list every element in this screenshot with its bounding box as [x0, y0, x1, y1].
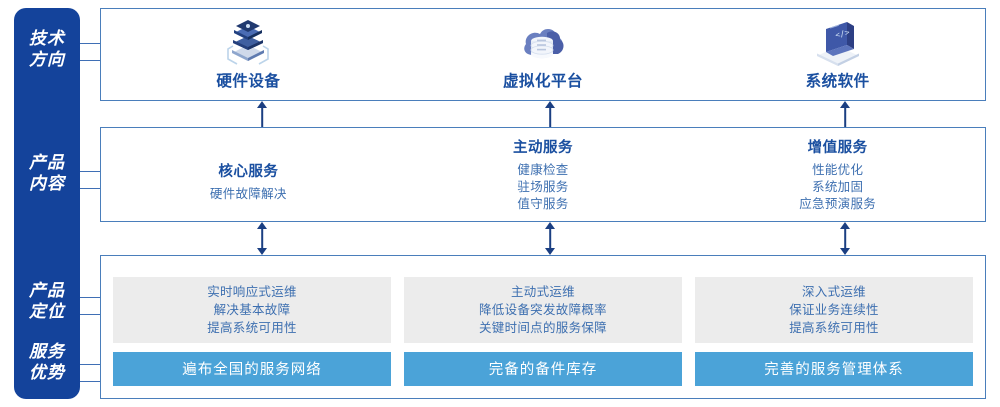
positioning-row: 实时响应式运维 解决基本故障 提高系统可用性 主动式运维 降低设备突发故障概率 … — [101, 276, 985, 343]
arrow-up-virtualization — [543, 101, 557, 127]
content-item: 值守服务 — [517, 197, 569, 211]
rail-label-product-content-line2: 内容 — [29, 174, 65, 193]
positioning-box-indepth[interactable]: 深入式运维 保证业务连续性 提高系统可用性 — [695, 276, 973, 343]
advantage-bar-service-network[interactable]: 遍布全国的服务网络 — [113, 351, 391, 386]
positioning-line: 深入式运维 — [801, 284, 866, 299]
content-cell-core-service[interactable]: 核心服务 硬件故障解决 — [101, 128, 396, 221]
content-title-active-service: 主动服务 — [513, 140, 573, 156]
rail-label-product-content-line1: 产品 — [29, 153, 65, 172]
category-rail — [14, 8, 80, 399]
connector-content-top — [80, 171, 102, 172]
arrow-up-hardware — [255, 101, 269, 127]
tech-cell-hardware[interactable]: 硬件设备 — [101, 9, 396, 100]
arrow-double-active — [543, 222, 557, 255]
arrow-double-core — [255, 222, 269, 255]
positioning-box-realtime[interactable]: 实时响应式运维 解决基本故障 提高系统可用性 — [113, 276, 391, 343]
rail-label-product-position-line1: 产品 — [29, 281, 65, 300]
connector-advantage-top — [80, 364, 102, 365]
rail-label-service-advantage: 服务 优势 — [14, 341, 80, 383]
connector-advantage-bottom — [80, 381, 102, 382]
rail-label-service-advantage-line1: 服务 — [29, 342, 65, 361]
advantage-bar-management-system[interactable]: 完善的服务管理体系 — [695, 351, 973, 386]
svg-text:</>: </> — [834, 27, 850, 39]
server-stack-icon — [222, 19, 274, 67]
content-item: 应急预演服务 — [799, 197, 877, 211]
product-content-panel: 核心服务 硬件故障解决 主动服务 健康检查 驻场服务 值守服务 增值服务 性能优… — [100, 127, 986, 222]
positioning-box-proactive[interactable]: 主动式运维 降低设备突发故障概率 关键时间点的服务保障 — [404, 276, 682, 343]
positioning-line: 降低设备突发故障概率 — [478, 302, 607, 317]
positioning-line: 解决基本故障 — [213, 302, 291, 317]
content-item: 系统加固 — [812, 180, 864, 194]
tech-cell-virtualization[interactable]: 虚拟化平台 — [396, 9, 691, 100]
content-item: 驻场服务 — [517, 180, 569, 194]
connector-tech-top — [80, 43, 102, 44]
connector-position-top — [80, 297, 102, 298]
positioning-advantage-panel: 实时响应式运维 解决基本故障 提高系统可用性 主动式运维 降低设备突发故障概率 … — [100, 255, 986, 399]
rail-label-tech-direction-line2: 方向 — [29, 50, 65, 69]
arrow-double-value-added — [838, 222, 852, 255]
arrow-up-system-software — [838, 101, 852, 127]
rail-label-product-position-line2: 定位 — [29, 302, 65, 321]
content-title-core-service: 核心服务 — [218, 164, 279, 180]
connector-tech-bottom — [80, 60, 102, 61]
positioning-line: 提高系统可用性 — [789, 320, 879, 335]
positioning-line: 主动式运维 — [510, 284, 575, 299]
tech-name-hardware: 硬件设备 — [216, 72, 281, 90]
tech-direction-panel: 硬件设备 — [100, 8, 986, 101]
positioning-line: 实时响应式运维 — [207, 284, 297, 299]
rail-label-tech-direction-line1: 技术 — [29, 29, 65, 48]
content-item: 健康检查 — [517, 163, 569, 177]
tech-cell-system-software[interactable]: </> 系统软件 — [690, 9, 985, 100]
tech-name-system-software: 系统软件 — [805, 72, 870, 90]
content-item: 性能优化 — [812, 163, 864, 177]
rail-label-product-content: 产品 内容 — [14, 152, 80, 194]
content-cell-active-service[interactable]: 主动服务 健康检查 驻场服务 值守服务 — [396, 128, 691, 221]
rail-label-service-advantage-line2: 优势 — [29, 363, 65, 382]
content-cell-value-added-service[interactable]: 增值服务 性能优化 系统加固 应急预演服务 — [690, 128, 985, 221]
positioning-line: 提高系统可用性 — [207, 320, 297, 335]
rail-label-tech-direction: 技术 方向 — [14, 28, 80, 70]
positioning-line: 保证业务连续性 — [789, 302, 879, 317]
positioning-line: 关键时间点的服务保障 — [478, 320, 607, 335]
connector-position-bottom — [80, 314, 102, 315]
advantage-row: 遍布全国的服务网络 完备的备件库存 完善的服务管理体系 — [101, 351, 985, 386]
advantage-bar-spare-parts[interactable]: 完备的备件库存 — [404, 351, 682, 386]
cloud-database-icon — [517, 19, 569, 67]
content-item: 硬件故障解决 — [209, 187, 287, 201]
rail-label-product-position: 产品 定位 — [14, 280, 80, 322]
code-laptop-icon: </> — [809, 19, 867, 67]
tech-name-virtualization: 虚拟化平台 — [503, 72, 584, 90]
content-title-value-added-service: 增值服务 — [807, 140, 868, 156]
connector-content-bottom — [80, 188, 102, 189]
